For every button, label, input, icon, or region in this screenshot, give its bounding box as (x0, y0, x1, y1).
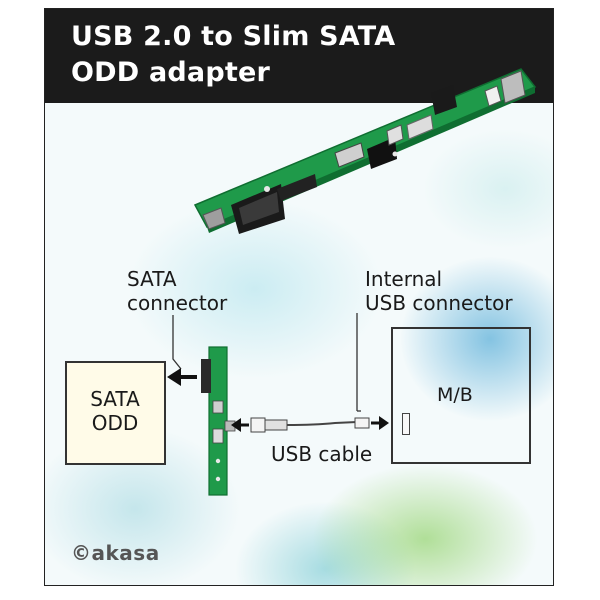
arrow-to-odd-head (167, 368, 181, 386)
sata-connector-leader-line (172, 315, 182, 370)
adapter-board-side-icon (201, 346, 236, 496)
sata-connector-label: SATA connector (127, 267, 227, 315)
usb-cable-icon (231, 416, 389, 433)
sata-odd-line-1: SATA (90, 387, 140, 411)
sata-odd-box (65, 361, 166, 465)
title-line-2: ODD adapter (71, 57, 271, 88)
motherboard-label: M/B (437, 384, 473, 406)
internal-usb-line-2: USB connector (365, 291, 513, 315)
sata-odd-line-2: ODD (91, 411, 139, 435)
title-line-1: USB 2.0 to Slim SATA (71, 21, 396, 52)
diagram-drawing (167, 68, 537, 496)
motherboard-box (391, 327, 531, 464)
usb-cable-label: USB cable (271, 442, 373, 466)
adapter-board-photo-icon (193, 68, 537, 234)
diagram-frame: USB 2.0 to Slim SATA ODD adapter (44, 8, 554, 586)
sata-connector-line-2: connector (127, 291, 228, 315)
internal-usb-line-1: Internal (365, 267, 443, 291)
title-header: USB 2.0 to Slim SATA ODD adapter (45, 9, 553, 103)
akasa-logo: ©akasa (71, 541, 160, 565)
sata-connector-line-1: SATA (127, 267, 177, 291)
sata-odd-label: SATA ODD (85, 387, 145, 435)
internal-usb-connector-label: Internal USB connector (365, 267, 513, 315)
usb-header-slot-icon (402, 413, 410, 435)
